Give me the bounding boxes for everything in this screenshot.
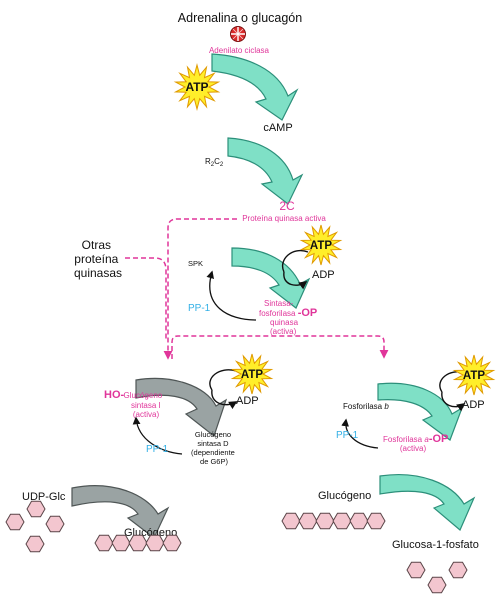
glucose-hexagon	[427, 576, 447, 594]
atp-star-shape	[230, 353, 274, 395]
curved-arrow-phosphorylase-activation	[377, 382, 464, 441]
atp-label: ATP	[310, 240, 332, 252]
glucose-hexagons-right	[406, 561, 468, 594]
phosphorylase-a-label: Fosforilasa a-OP	[383, 433, 448, 445]
adp-label: ADP	[236, 395, 259, 407]
glucose-hexagon	[406, 561, 426, 579]
synthase-dephosphorylation-arrow	[132, 416, 183, 455]
phosphorylase-a-active-label: (activa)	[400, 444, 427, 453]
glucose-hexagon	[26, 500, 46, 518]
phosphorylase-dephosphorylation-arrow	[341, 418, 379, 449]
glucose-hexagon	[162, 534, 182, 552]
glucose-hexagon	[45, 515, 65, 533]
atp-label: ATP	[241, 369, 263, 381]
atp-burst-synthase: ATP	[230, 353, 274, 395]
spk-label: SPK	[188, 259, 203, 268]
ho-prefix: HO-	[104, 389, 125, 401]
glucose-hexagon	[94, 534, 114, 552]
atp-burst-phosphorylase: ATP	[452, 354, 496, 396]
atp-star-shape	[452, 354, 496, 396]
atp-label: ATP	[463, 370, 485, 382]
adp-label: ADP	[462, 399, 485, 411]
spk-atp-adp-loop	[281, 249, 308, 286]
glucose-hexagon	[332, 512, 352, 530]
hormone-title: Adrenalina o glucagón	[178, 11, 302, 25]
glucose-hexagon	[128, 534, 148, 552]
atp-label: ATP	[185, 80, 208, 94]
glucose-hexagon	[298, 512, 318, 530]
pp1-label: PP-1	[336, 430, 359, 441]
adp-label: ADP	[312, 269, 335, 281]
other-kinases-dashed-line	[125, 257, 167, 340]
glucose-hexagon	[366, 512, 386, 530]
adenylate-cyclase-label: Adenilato ciclasa	[209, 46, 270, 55]
curved-arrow-r2c2-2c	[227, 137, 304, 205]
glucose-hexagon	[25, 535, 45, 553]
active-protein-kinase-label: Proteína quinasa activa	[242, 214, 326, 223]
atp-burst-spk: ATP	[299, 224, 343, 266]
glucose-hexagon	[111, 534, 131, 552]
pka-dashed-line	[163, 218, 237, 360]
pp1-label: PP-1	[188, 303, 211, 314]
glucose-1-phosphate-label: Glucosa-1-fosfato	[392, 539, 479, 551]
curved-arrow-synthase-inactivation	[135, 377, 228, 437]
glycogen-chain-left	[94, 534, 182, 552]
glucose-hexagon	[281, 512, 301, 530]
phosphorylase-b-label: Fosforilasa b	[343, 402, 389, 411]
glucose-hexagon	[5, 513, 25, 531]
atp-burst-1: ATP	[173, 63, 221, 111]
curved-arrow-glycogen-synthesis	[71, 485, 170, 539]
atp-star-shape	[173, 63, 221, 111]
r2c2-label: R2C2	[205, 157, 224, 168]
atp-star-shape	[299, 224, 343, 266]
glycogen-synthase-d-label: Glucógeno sintasa D (dependiente de G6P)	[191, 430, 237, 466]
camp-label: cAMP	[263, 122, 292, 134]
spk-active-label: Sintasa- fosforilasa -OP quinasa (activa…	[259, 299, 320, 336]
curved-arrow-atp-camp	[211, 53, 299, 121]
udp-glucose-label: UDP-Glc	[22, 491, 66, 503]
synthase-atp-adp-loop	[209, 369, 236, 405]
glycogen-label-right: Glucógeno	[318, 490, 371, 502]
glucose-hexagon	[448, 561, 468, 579]
other-kinases-label: Otras proteína quinasas	[74, 238, 122, 280]
glycogen-chain-right	[281, 512, 386, 530]
glucose-hexagon	[145, 534, 165, 552]
glucose-hexagons-left	[5, 500, 65, 553]
spk-to-targets-dashed-line	[171, 335, 389, 359]
glucose-hexagon	[315, 512, 335, 530]
free-catalytic-subunit-label: 2C	[279, 199, 295, 213]
glycogen-synthase-i-label: Glucógeno sintasa I (activa)	[124, 391, 165, 419]
adenylate-cyclase-icon	[230, 26, 246, 42]
spk-dephosphorylation-arrow	[206, 270, 257, 321]
pp1-label: PP-1	[146, 444, 169, 455]
curved-arrow-glycogenolysis	[379, 474, 476, 531]
glucose-hexagon	[349, 512, 369, 530]
curved-arrow-spk-activation	[231, 247, 311, 309]
